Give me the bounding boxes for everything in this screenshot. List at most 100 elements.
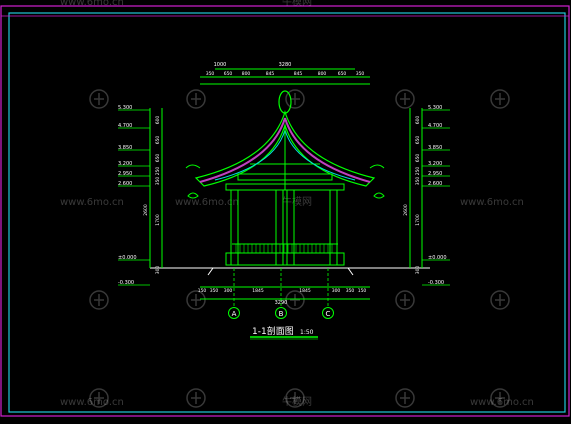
vertical-dim-label-right: 650 (415, 154, 421, 163)
elevation-label-right: ±0.000 (428, 255, 447, 261)
top-dim-label: 3280 (279, 62, 292, 68)
watermark-text: www.6mo.cn (60, 0, 124, 8)
copyright-circle-icon (89, 290, 109, 310)
vertical-dim-label-left: 350 (155, 177, 161, 186)
elevation-label-right: 2.600 (428, 181, 442, 187)
watermark-text: www.6mo.cn (60, 197, 124, 208)
bottom-dim-label: 350 (210, 288, 219, 294)
elevation-label-left: 2.600 (118, 181, 132, 187)
eave-curl-left (185, 164, 201, 169)
watermark-text: www.6mo.cn (60, 397, 124, 408)
elevation-label-right: -0.300 (428, 280, 444, 286)
copyright-circle-icon (89, 388, 109, 408)
vertical-dim-label-left: 2600 (143, 204, 149, 216)
copyright-circle-icon (186, 388, 206, 408)
bottom-total-dim: 3290 (275, 300, 288, 306)
drawing-scale: 1:50 (300, 329, 314, 336)
vertical-dim-label-right: 650 (415, 136, 421, 145)
top-dim-label: 800 (318, 71, 327, 77)
copyright-circle-icon (89, 89, 109, 109)
axis-label: C (326, 310, 331, 318)
copyright-circle-icon (395, 388, 415, 408)
outer-frame (0, 5, 570, 417)
top-dimension-lines (200, 68, 370, 85)
vertical-dim-label-right: 300 (415, 266, 421, 275)
vertical-dim-label-left: 650 (155, 136, 161, 145)
railing-platform (225, 252, 345, 266)
copyright-circle-icon (490, 388, 510, 408)
elevation-label-left: 3.850 (118, 145, 132, 151)
copyright-circle-icon (285, 388, 305, 408)
top-dim-label: 845 (266, 71, 275, 77)
vertical-dim-label-left: 250 (155, 167, 161, 176)
vertical-dim-label-left: 650 (155, 154, 161, 163)
vertical-dim-label-right: 2600 (403, 204, 409, 216)
vertical-dim-label-right: 250 (415, 167, 421, 176)
bottom-dim-label: 350 (346, 288, 355, 294)
top-dim-label: 350 (206, 71, 215, 77)
top-dim-label: 650 (338, 71, 347, 77)
top-dim-label: 845 (294, 71, 303, 77)
copyright-circle-icon (285, 89, 305, 109)
vertical-dimension-lines (149, 108, 423, 268)
copyright-circle-icon (395, 89, 415, 109)
top-dim-label: 350 (356, 71, 365, 77)
roof-tile-right (284, 117, 371, 183)
vertical-dim-label-right: 350 (415, 177, 421, 186)
top-dim-label: 800 (242, 71, 251, 77)
watermark-text-cn: 牛模网 (282, 195, 312, 208)
bottom-dimension-lines (200, 286, 370, 300)
platform-outline (207, 267, 354, 276)
watermark-text-cn: 牛模网 (282, 0, 312, 8)
elevation-label-right: 3.850 (428, 145, 442, 151)
roof (185, 90, 385, 190)
top-dim-label: 1000 (214, 62, 227, 68)
roof-finial (278, 90, 292, 114)
roof-tile-left (199, 117, 286, 183)
vertical-dim-label-right: 1700 (415, 214, 421, 226)
dimension-labels: 1000 3280 350 650 800 845 845 800 650 350 5.300 4.7… (118, 62, 450, 306)
elevation-label-left: 3.200 (118, 161, 132, 167)
axis-circle (275, 307, 287, 319)
inner-frame (8, 12, 566, 413)
column-c (329, 189, 338, 266)
watermark-text: www.6mo.cn (175, 197, 239, 208)
roof-rafter-left (214, 129, 286, 181)
watermark-layer: www.6mo.cn www.6mo.cn www.6mo.cn www.6mo.cn… (60, 0, 534, 408)
railing-hatch (232, 243, 338, 254)
bottom-dim-label: 150 (358, 288, 367, 294)
vertical-dim-label-left: 300 (155, 266, 161, 275)
elevation-label-left: ±0.000 (118, 255, 137, 261)
copyright-circle-icon (490, 89, 510, 109)
copyright-circle-icon (490, 290, 510, 310)
vertical-dim-label-right: 600 (415, 116, 421, 125)
watermark-text: www.6mo.cn (460, 197, 524, 208)
copyright-circle-icon (186, 89, 206, 109)
elevation-label-left: 5.300 (118, 105, 132, 111)
watermark-text: www.6mo.cn (470, 397, 534, 408)
bottom-dim-label: 1845 (252, 288, 264, 294)
railing-balusters (235, 244, 333, 253)
copyright-circle-icon (285, 290, 305, 310)
top-dim-label: 650 (224, 71, 233, 77)
axis-label: B (279, 310, 284, 318)
elevation-label-right: 3.200 (428, 161, 442, 167)
elevation-label-left: -0.300 (118, 280, 134, 286)
copyright-circle-icon (395, 290, 415, 310)
eave-curl-right (369, 164, 385, 169)
elevation-label-left: 4.700 (118, 123, 132, 129)
bottom-dim-label: 1845 (299, 288, 311, 294)
watermark-text-cn: 牛模网 (282, 395, 312, 408)
roof-rafter-right (284, 129, 356, 181)
elevation-label-right: 5.300 (428, 105, 442, 111)
bottom-dim-label: 300 (332, 288, 341, 294)
bracket-ornaments (187, 192, 385, 199)
elevation-label-right: 2.950 (428, 171, 442, 177)
elevation-label-right: 4.700 (428, 123, 442, 129)
drawing-title: 1-1剖面图 (252, 325, 294, 337)
axis-circle (228, 307, 240, 319)
axis-lines (233, 268, 329, 307)
